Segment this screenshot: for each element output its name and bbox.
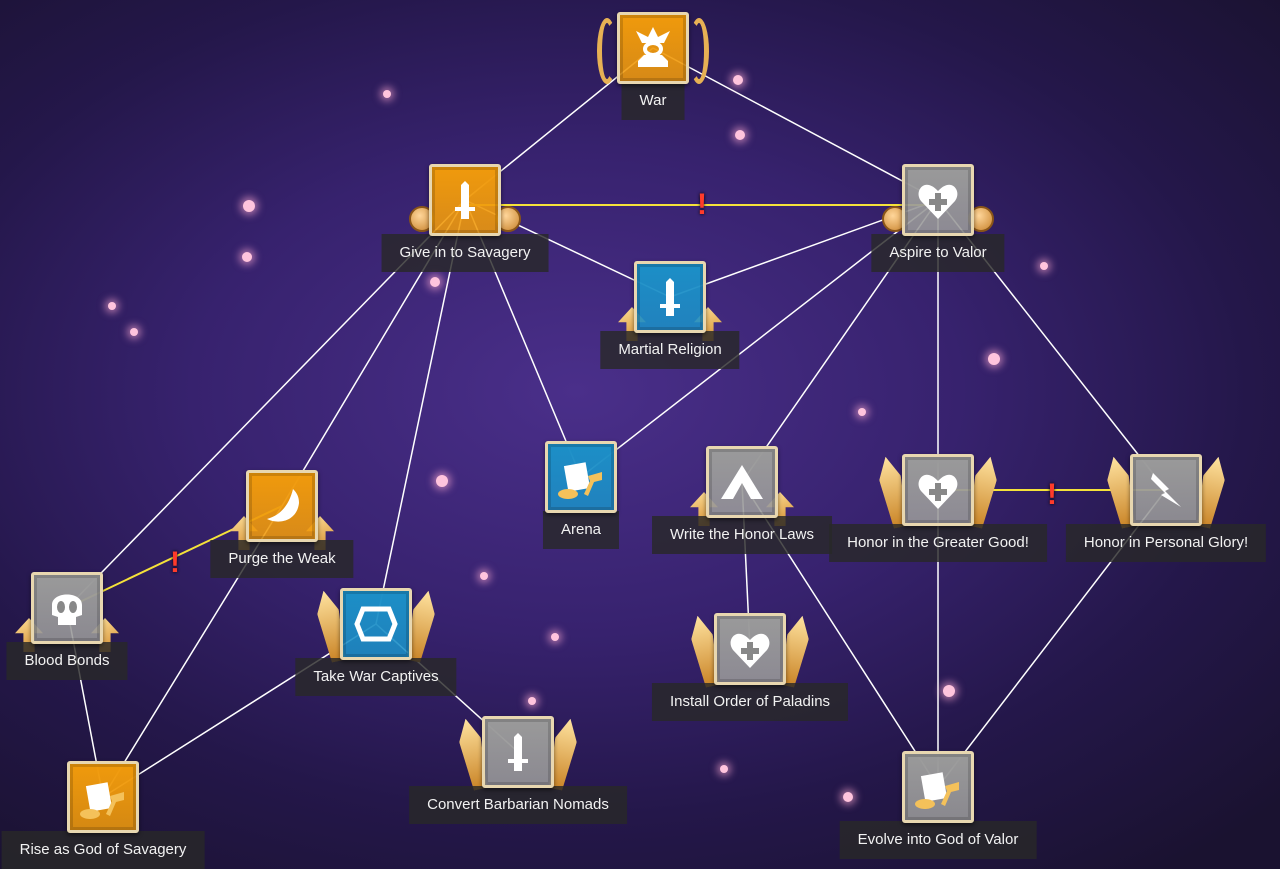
laurel-icon <box>597 18 617 84</box>
node-label: Give in to Savagery <box>381 234 549 272</box>
exclusive-warning-icon: ! <box>697 188 707 221</box>
star-particle <box>436 475 448 487</box>
lightning-icon <box>1151 473 1181 507</box>
heart-plus-icon <box>918 474 958 509</box>
star-particle <box>943 685 955 697</box>
laurel-icon <box>689 18 709 84</box>
node-button[interactable] <box>617 12 689 84</box>
node-button[interactable] <box>429 164 501 236</box>
star-particle <box>108 302 116 310</box>
node-label: Write the Honor Laws <box>652 516 832 554</box>
crescent-icon <box>267 489 299 522</box>
node-label: Evolve into God of Valor <box>839 821 1037 859</box>
star-particle <box>843 792 853 802</box>
crown-eye-icon <box>636 27 670 67</box>
star-particle <box>1040 262 1048 270</box>
mountain-icon <box>721 465 763 499</box>
node-label: Honor in the Greater Good! <box>829 524 1047 562</box>
node-button[interactable] <box>67 761 139 833</box>
star-particle <box>130 328 138 336</box>
node-button[interactable] <box>714 613 786 685</box>
star-particle <box>735 130 745 140</box>
vase-icon <box>354 606 398 642</box>
scroll-hammer-icon <box>915 772 959 809</box>
node-label: Install Order of Paladins <box>651 683 849 721</box>
star-particle <box>988 353 1000 365</box>
heart-plus-icon <box>918 184 958 219</box>
node-label: Aspire to Valor <box>871 234 1005 272</box>
star-particle <box>551 633 559 641</box>
sword-icon <box>455 181 475 219</box>
star-particle <box>858 408 866 416</box>
exclusive-warning-icon: ! <box>1047 478 1057 511</box>
scroll-hammer-icon <box>558 462 602 499</box>
node-button[interactable] <box>706 446 778 518</box>
skull-icon <box>52 594 82 625</box>
node-button[interactable] <box>545 441 617 513</box>
star-particle <box>243 200 255 212</box>
node-button[interactable] <box>902 454 974 526</box>
node-button[interactable] <box>902 751 974 823</box>
sword-icon <box>660 278 680 316</box>
node-button[interactable] <box>902 164 974 236</box>
node-label: Blood Bonds <box>6 642 128 680</box>
node-button[interactable] <box>31 572 103 644</box>
star-particle <box>720 765 728 773</box>
node-label: Honor in Personal Glory! <box>1065 524 1267 562</box>
node-label: Take War Captives <box>295 658 457 696</box>
star-particle <box>733 75 743 85</box>
scroll-hammer-icon <box>80 782 124 819</box>
node-button[interactable] <box>1130 454 1202 526</box>
node-label: Purge the Weak <box>210 540 354 578</box>
node-label: Convert Barbarian Nomads <box>409 786 627 824</box>
node-button[interactable] <box>482 716 554 788</box>
star-particle <box>528 697 536 705</box>
node-button[interactable] <box>634 261 706 333</box>
star-particle <box>480 572 488 580</box>
exclusive-warning-icon: ! <box>170 546 180 579</box>
sword-icon <box>508 733 528 771</box>
node-button[interactable] <box>340 588 412 660</box>
star-particle <box>242 252 252 262</box>
star-particle <box>383 90 391 98</box>
heart-plus-icon <box>730 633 770 668</box>
node-label: Arena <box>542 511 620 549</box>
node-button[interactable] <box>246 470 318 542</box>
star-particle <box>430 277 440 287</box>
node-label: Martial Religion <box>600 331 740 369</box>
node-label: War <box>621 82 685 120</box>
node-label: Rise as God of Savagery <box>1 831 205 869</box>
